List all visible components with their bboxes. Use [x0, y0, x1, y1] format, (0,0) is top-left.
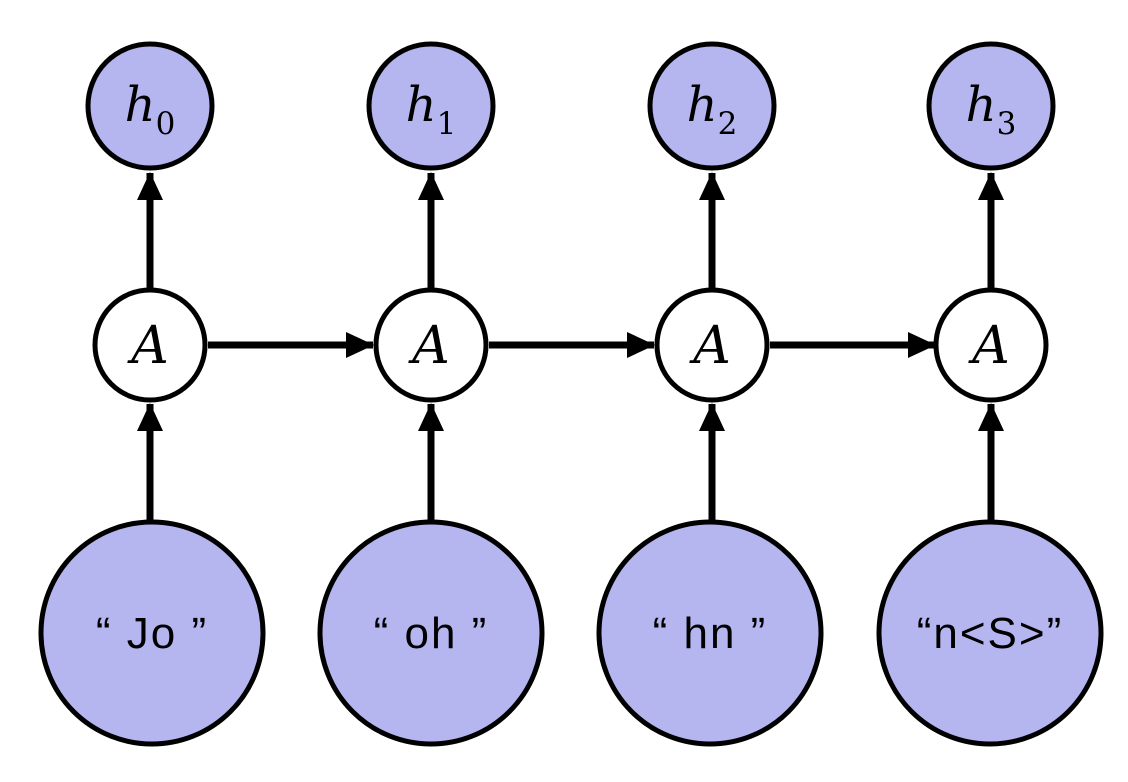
cell-label-3: A: [968, 316, 1010, 376]
hidden-state-node-2: [647, 41, 777, 171]
input-label-2: “ hn ”: [653, 609, 768, 658]
cell-node-3: [933, 287, 1049, 403]
cell-node-0: [92, 287, 208, 403]
cell-label-1: A: [408, 316, 450, 376]
input-label-3: “n<S>”: [917, 609, 1064, 658]
rnn-column-3: h3 A “n<S>”: [770, 41, 1104, 747]
input-node-3: [876, 519, 1104, 747]
hidden-state-node-3: [926, 41, 1056, 171]
hidden-state-label-3: h3: [966, 77, 1017, 142]
cell-label-2: A: [689, 316, 731, 376]
cell-node-1: [373, 287, 489, 403]
input-node-0: [38, 519, 266, 747]
input-label-1: “ oh ”: [374, 609, 489, 658]
hidden-state-label-0: h0: [125, 77, 176, 142]
cell-node-2: [654, 287, 770, 403]
hidden-state-node-0: [85, 41, 215, 171]
rnn-column-1: h1 A “ oh ”: [208, 41, 545, 747]
rnn-column-0: h0 A “ Jo ”: [38, 41, 266, 747]
input-node-2: [596, 519, 824, 747]
rnn-column-2: h2 A “ hn ”: [489, 41, 824, 747]
input-label-0: “ Jo ”: [96, 609, 208, 658]
hidden-state-label-1: h1: [406, 77, 457, 142]
hidden-state-label-2: h2: [687, 77, 738, 142]
hidden-state-node-1: [366, 41, 496, 171]
input-node-1: [317, 519, 545, 747]
cell-label-0: A: [127, 316, 169, 376]
